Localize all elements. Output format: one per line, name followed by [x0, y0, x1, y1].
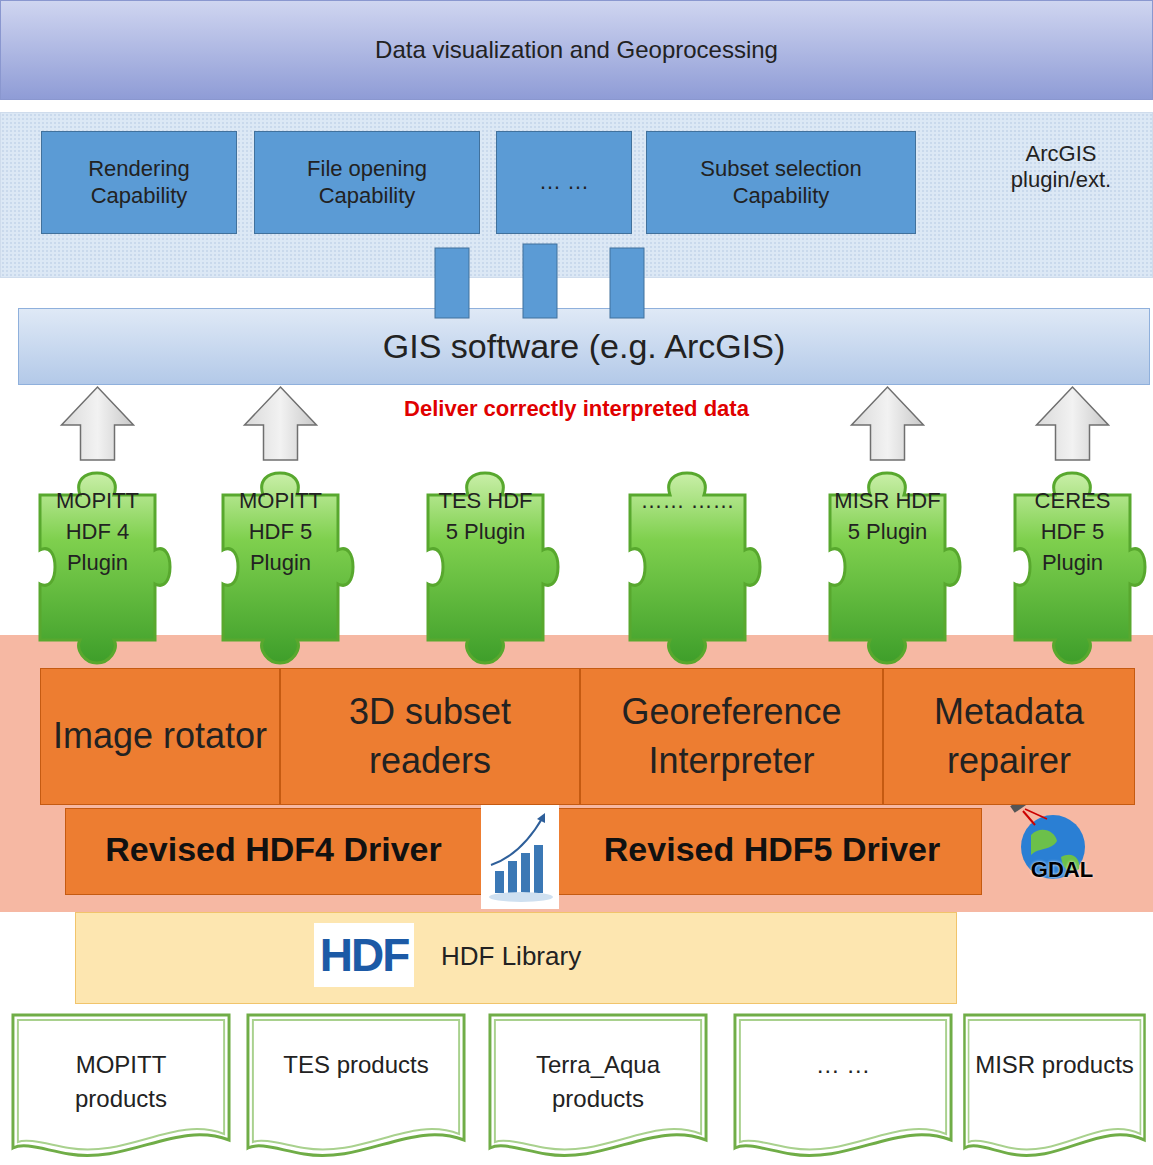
- plugin-piece: CERES HDF 5 Plugin: [1000, 470, 1145, 665]
- node-text: Metadata repairer: [888, 688, 1130, 785]
- node-text: TES products: [271, 1048, 441, 1082]
- module-box: 3D subset readers: [280, 668, 580, 805]
- module-box: Metadata repairer: [883, 668, 1135, 805]
- node-text: … …: [758, 1048, 928, 1082]
- driver-box: Revised HDF4 Driver Revised HDF5 Driver: [65, 808, 982, 895]
- node-text: CERES HDF 5 Plugin: [1017, 486, 1129, 578]
- node-text: Rendering Capability: [46, 156, 232, 209]
- node-text: Subset selection Capability: [651, 156, 911, 209]
- block-arrow: [245, 387, 317, 460]
- block-arrow: [852, 387, 924, 460]
- node-text: MISR HDF 5 Plugin: [832, 486, 944, 548]
- node-text: MOPITT products: [36, 1048, 206, 1115]
- product-doc: … …: [732, 1012, 954, 1162]
- node-text: MOPITT HDF 4 Plugin: [42, 486, 154, 578]
- node-text: Revised HDF4 Driver: [71, 830, 476, 869]
- plugin-piece: MISR HDF 5 Plugin: [815, 470, 960, 665]
- library-band: HDF HDF Library: [75, 912, 957, 1004]
- node-text: HDF Library: [441, 941, 761, 972]
- document-shape: [732, 1012, 954, 1162]
- node-text: MOPITT HDF 5 Plugin: [225, 486, 337, 578]
- node-text: 3D subset readers: [285, 688, 575, 785]
- capability-box: Rendering Capability: [41, 131, 237, 234]
- document-shape: [962, 1012, 1147, 1162]
- node-text: MISR products: [970, 1048, 1140, 1082]
- capability-box: … …: [496, 131, 632, 234]
- document-shape: [245, 1012, 467, 1162]
- chart-icon: [481, 805, 559, 909]
- block-arrow: [1037, 387, 1109, 460]
- plugin-piece: MOPITT HDF 4 Plugin: [25, 470, 170, 665]
- gis-band: GIS software (e.g. ArcGIS): [18, 308, 1150, 385]
- node-text: GIS software (e.g. ArcGIS): [383, 327, 785, 366]
- plugin-piece: MOPITT HDF 5 Plugin: [208, 470, 353, 665]
- node-text: GDAL: [1022, 857, 1102, 883]
- node-text: HDF: [314, 923, 414, 987]
- module-box: Image rotator: [40, 668, 280, 805]
- node-text: TES HDF 5 Plugin: [430, 486, 542, 548]
- node-text: Data visualization and Geoprocessing: [375, 36, 778, 64]
- gdal-band: GDAL Image rotator 3D subset readersGeoref…: [0, 635, 1153, 912]
- node-text: ArcGIS plugin/ext.: [986, 141, 1136, 194]
- module-box: Georeference Interpreter: [580, 668, 883, 805]
- capability-box: File opening Capability: [254, 131, 480, 234]
- product-doc: MISR products: [962, 1012, 1147, 1162]
- node-text: …… ……: [632, 486, 744, 517]
- node-text: Revised HDF5 Driver: [566, 830, 978, 869]
- product-doc: Terra_Aqua products: [487, 1012, 709, 1162]
- plugin-panel: ArcGIS plugin/ext. Rendering Capability Fi…: [0, 112, 1153, 278]
- top-band: Data visualization and Geoprocessing: [0, 0, 1153, 100]
- node-text: Terra_Aqua products: [513, 1048, 683, 1115]
- node-text: File opening Capability: [259, 156, 475, 209]
- note-label: Deliver correctly interpreted data: [0, 396, 1153, 422]
- product-doc: TES products: [245, 1012, 467, 1162]
- node-text: Georeference Interpreter: [585, 688, 878, 785]
- block-arrow: [62, 387, 134, 460]
- plugin-piece: TES HDF 5 Plugin: [413, 470, 558, 665]
- node-text: … …: [539, 169, 589, 195]
- product-doc: MOPITT products: [10, 1012, 232, 1162]
- plugin-piece: …… ……: [615, 470, 760, 665]
- node-text: Image rotator: [53, 712, 267, 761]
- capability-box: Subset selection Capability: [646, 131, 916, 234]
